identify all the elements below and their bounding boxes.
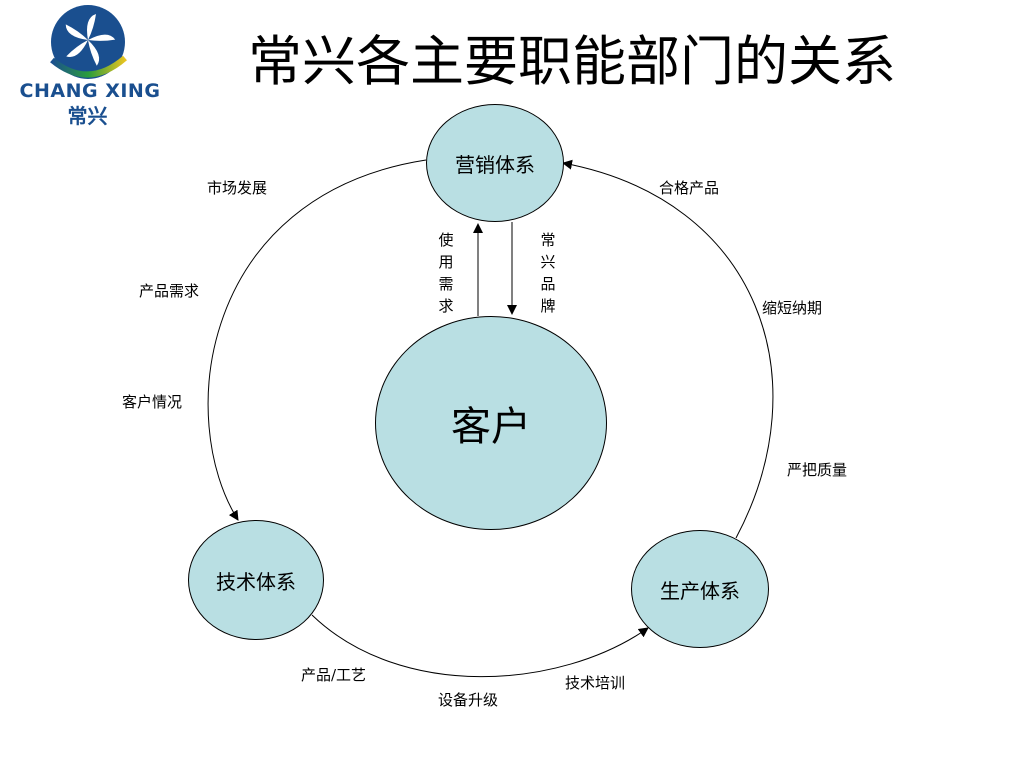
label-market-development: 市场发展 [207,179,268,197]
arc-technology-to-production [311,614,649,678]
arc-marketing-to-technology [207,159,427,521]
page-title: 常兴各主要职能部门的关系 [248,30,896,93]
label-customer-situation: 客户情况 [122,393,183,411]
label-product-process: 产品/工艺 [301,666,367,684]
logo-text-en: CHANG XING [19,80,161,102]
pinwheel-logo-icon [50,5,127,79]
label-equipment-upgrade: 设备升级 [438,691,499,709]
label-qualified-products: 合格产品 [659,179,720,197]
node-production: 生产体系 [631,530,769,648]
company-logo: CHANG XING 常兴 [0,0,175,130]
node-customer: 客户 [375,316,607,530]
label-tech-training: 技术培训 [565,674,626,692]
label-shorten-delivery: 缩短纳期 [762,299,823,317]
label-strict-quality: 严把质量 [787,461,848,479]
label-product-demand: 产品需求 [139,282,200,300]
arc-production-to-marketing [562,159,774,539]
label-usage-demand: 使用需求 [438,231,454,315]
node-technology: 技术体系 [188,520,324,640]
logo-text-cn: 常兴 [67,104,108,128]
node-marketing: 营销体系 [426,104,564,222]
label-changxing-brand: 常兴品牌 [540,231,556,315]
